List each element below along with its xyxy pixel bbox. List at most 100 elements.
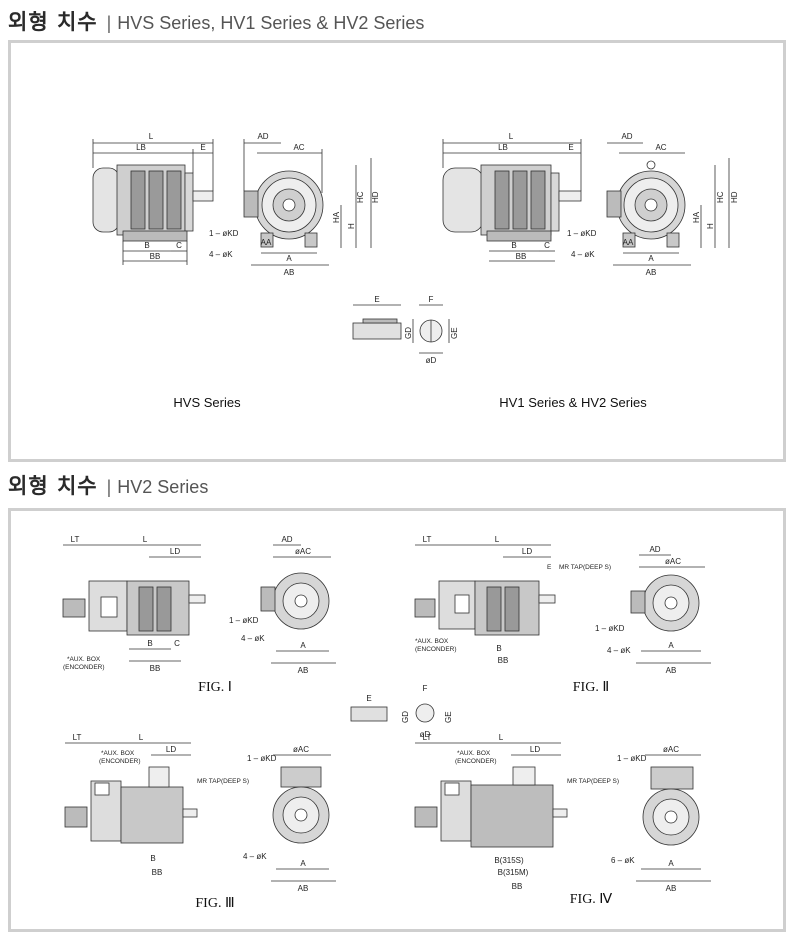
dim-E-right: E <box>568 143 573 152</box>
section1-title: 외형 치수 <box>8 10 98 34</box>
fig2-LT: LT <box>423 535 432 544</box>
dim-HD-left: HD <box>371 191 380 203</box>
hv1-end-view <box>606 160 686 248</box>
dim-HC-left: HC <box>356 191 365 203</box>
fig4-encoder: (ENCONDER) <box>455 758 497 765</box>
dim-HD-right: HD <box>730 191 739 203</box>
dim-BB-left: BB <box>150 252 161 261</box>
fig2-end-view <box>630 574 700 632</box>
dim-L-left: L <box>149 132 154 141</box>
fig1-C: C <box>174 639 180 648</box>
fig1-KD: 1 – øKD <box>229 616 259 625</box>
dim-A-left: A <box>286 254 292 263</box>
fig3-BB: BB <box>152 868 163 877</box>
dim-A-right: A <box>648 254 654 263</box>
fig4-B315M: B(315M) <box>498 868 529 877</box>
shaft-E: E <box>374 295 379 304</box>
shaft2-GE: GE <box>444 711 453 723</box>
fig3-K: 4 – øK <box>243 852 267 861</box>
dim-KD-right: 1 – øKD <box>567 229 597 238</box>
fig2-BB: BB <box>498 656 509 665</box>
fig2-A: A <box>668 641 674 650</box>
dim-LB-right: LB <box>498 143 508 152</box>
fig2-KD: 1 – øKD <box>595 624 625 633</box>
dim-HA-right: HA <box>692 211 701 223</box>
fig2-AD: AD <box>649 545 660 554</box>
fig4-L: L <box>499 733 504 742</box>
dim-AD-right: AD <box>621 132 632 141</box>
shaft-GD: GD <box>404 327 413 339</box>
fig1-B: B <box>147 639 152 648</box>
fig2-L: L <box>495 535 500 544</box>
fig3-AC: øAC <box>293 745 309 754</box>
section2-subtitle: HV2 Series <box>117 477 209 497</box>
dim-C-left: C <box>176 241 182 250</box>
fig2-AB: AB <box>666 666 677 675</box>
dim-H-left: H <box>347 223 356 229</box>
dim-K-right: 4 – øK <box>571 250 595 259</box>
fig2-E: E <box>547 564 552 571</box>
hv1-hv2-caption: HV1 Series & HV2 Series <box>499 395 647 410</box>
fig3-encoder: (ENCONDER) <box>99 758 141 765</box>
fig1-A: A <box>300 641 306 650</box>
fig3-LT: LT <box>73 733 82 742</box>
fig1-BB: BB <box>150 664 161 673</box>
fig4-LD: LD <box>530 745 540 754</box>
shaft2-F: F <box>423 684 428 693</box>
fig4-K: 6 – øK <box>611 856 635 865</box>
section1-separator: | <box>106 13 112 33</box>
dim-L-right: L <box>509 132 514 141</box>
fig3-KD: 1 – øKD <box>247 754 277 763</box>
fig4-label: FIG. Ⅳ <box>570 892 613 907</box>
dim-B-right: B <box>511 241 516 250</box>
fig3-L: L <box>139 733 144 742</box>
fig1-L: L <box>143 535 148 544</box>
hvs-caption: HVS Series <box>173 395 241 410</box>
fig2-AC: øAC <box>665 557 681 566</box>
shaft2-E: E <box>366 694 371 703</box>
fig2-encoder: (ENCONDER) <box>415 646 457 653</box>
section1-drawing: L LB E B C BB AD AC A AB AA 1 – øKD 4 – … <box>92 132 739 410</box>
fig2-aux: *AUX. BOX <box>415 638 449 645</box>
section1-subtitle: HVS Series, HV1 Series & HV2 Series <box>117 13 425 33</box>
dim-AA-left: AA <box>261 238 272 247</box>
fig4-AC: øAC <box>663 745 679 754</box>
dim-BB-right: BB <box>516 252 527 261</box>
fig2-K: 4 – øK <box>607 646 631 655</box>
fig1-AC: øAC <box>295 547 311 556</box>
section1-heading: 외형 치수 | HVS Series, HV1 Series & HV2 Ser… <box>8 6 424 36</box>
fig4-KD: 1 – øKD <box>617 754 647 763</box>
fig1-side-view <box>62 580 206 636</box>
dim-AC-left: AC <box>293 143 304 152</box>
shaft-detail <box>352 318 443 343</box>
fig2-side-view <box>414 580 556 636</box>
dim-K-left: 4 – øK <box>209 250 233 259</box>
dim-H-right: H <box>706 223 715 229</box>
shaft2-GD: GD <box>401 711 410 723</box>
fig1-LT: LT <box>71 535 80 544</box>
section2-heading: 외형 치수 | HV2 Series <box>8 470 208 500</box>
dim-AC-right: AC <box>655 143 666 152</box>
fig3-A: A <box>300 859 306 868</box>
fig3-label: FIG. Ⅲ <box>195 896 234 911</box>
dim-HA-left: HA <box>332 211 341 223</box>
hv1-side-view <box>442 164 582 242</box>
fig4-MR: MR TAP(DEEP S) <box>567 778 619 785</box>
fig3-LD: LD <box>166 745 176 754</box>
fig4-end-view <box>642 766 700 846</box>
section2-panel: LT L LD B C BB AD øAC A AB 1 – øKD 4 – ø… <box>8 508 786 932</box>
fig3-MR: MR TAP(DEEP S) <box>197 778 249 785</box>
fig4-side-view <box>414 766 568 848</box>
fig2-LD: LD <box>522 547 532 556</box>
fig1-AB: AB <box>298 666 309 675</box>
section1-panel: L LB E B C BB AD AC A AB AA 1 – øKD 4 – … <box>8 40 786 462</box>
fig4-A: A <box>668 859 674 868</box>
dim-C-right: C <box>544 241 550 250</box>
fig2-B: B <box>496 644 501 653</box>
fig1-aux: *AUX. BOX <box>67 656 101 663</box>
fig1-K: 4 – øK <box>241 634 265 643</box>
dim-AD-left: AD <box>257 132 268 141</box>
shaft-GE: GE <box>450 327 459 339</box>
fig1-LD: LD <box>170 547 180 556</box>
dim-LB-left: LB <box>136 143 146 152</box>
